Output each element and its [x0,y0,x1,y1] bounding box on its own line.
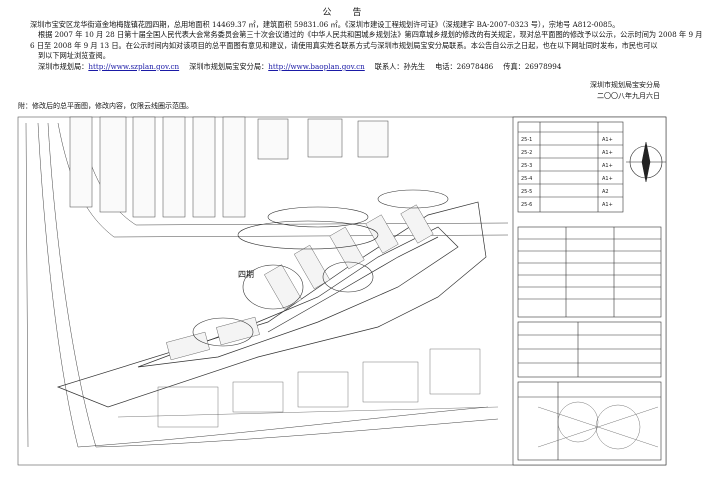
building-blocks [69,116,389,218]
contact-phone: 电话：26978486 [435,61,494,71]
notice-paragraph-1: 深圳市宝安区龙华街道金地梅陇镇花园四期，总用地面积 14469.37 ㎡，建筑面… [30,19,620,29]
signature-block: 深圳市规划局宝安分局 二〇〇八年九月六日 [590,80,660,101]
sheet-size-2: A1+ [602,150,613,156]
site-boundary [56,201,487,408]
signature-org: 深圳市规划局宝安分局 [590,81,660,89]
site-plan-drawing: 四期 [17,116,667,466]
revision-clouds [192,189,449,347]
contact-line: 深圳市规划局：http://www.szplan.gov.cn 深圳市规划局宝安… [30,62,660,73]
sheet-size-1: A1+ [602,137,613,143]
sheet-index: 25-1 25-2 25-3 25-4 25-5 25-6 A1+ A1+ A1… [521,137,613,208]
north-arrow-icon [626,141,666,183]
notice-title: 公 告 [322,8,368,18]
site-buildings [166,204,434,361]
contact-label-2: 深圳市规划局宝安分局： [189,61,269,71]
signature-date: 二〇〇八年九月六日 [597,91,660,100]
notice-paragraph-4: 到以下网址浏览查阅。 [38,51,110,61]
notice-paragraph-3: 6 日至 2008 年 9 月 13 日。在公示时间内如对该项目的总平面图有意见… [30,40,658,50]
sheet-size-3: A1+ [602,163,613,169]
notice-block: 公 告 深圳市宝安区龙华街道金地梅陇镇花园四期，总用地面积 14469.37 ㎡… [30,8,703,73]
sheet-size-6: A1+ [602,202,613,208]
phase-label: 四期 [238,270,254,279]
sheet-row-4: 25-4 [521,176,532,182]
contact-fax: 传真：26978994 [503,61,562,71]
sheet-size-4: A1+ [602,176,613,182]
title-block [512,116,667,466]
baoplan-link[interactable]: http://www.baoplan.gov.cn [268,61,365,71]
sheet-size-5: A2 [602,189,609,195]
szplan-link[interactable]: http://www.szplan.gov.cn [88,61,180,71]
sheet-row-3: 25-3 [521,163,532,169]
sheet-row-5: 25-5 [521,189,532,195]
contact-person: 联系人：孙先生 [374,61,426,71]
road-lines [25,122,509,448]
sheet-row-6: 25-6 [521,202,532,208]
lower-blocks [117,348,499,428]
sheet-row-1: 25-1 [521,137,532,143]
site-plan-svg: 四期 [17,116,667,466]
detail-drawing [537,401,659,450]
sheet-row-2: 25-2 [521,150,532,156]
contact-label-1: 深圳市规划局： [38,61,89,71]
notice-paragraph-2: 根据 2007 年 10 月 28 日第十届全国人民代表大会常务委员会第三十次会… [38,30,703,40]
attachment-note: 附：修改后的总平面图，修改内容，仅限云线圈示范围。 [18,102,193,110]
